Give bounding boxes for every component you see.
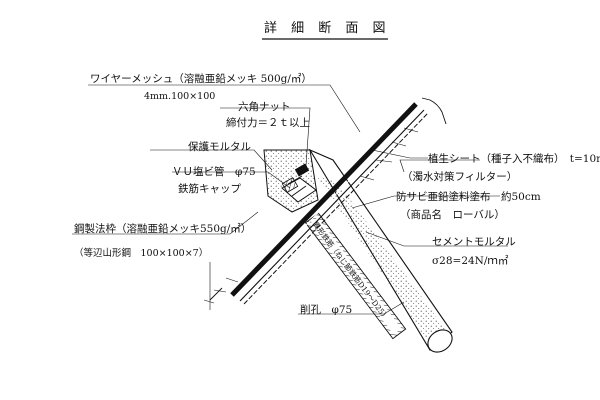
hex-nut-label: 六角ナット bbox=[238, 101, 291, 113]
drawing-title: 詳 細 断 面 図 bbox=[264, 20, 391, 36]
mortar-strength-label: σ28=24N/ｍ㎡ bbox=[432, 255, 509, 267]
product-name-label: （商品名 ローバル） bbox=[400, 208, 505, 221]
drill-hole-label: 削孔 φ75 bbox=[300, 303, 352, 316]
hex-nut bbox=[294, 163, 310, 177]
filter-label: （濁水対策フィルター） bbox=[402, 170, 517, 183]
cement-mortar-label: セメントモルタル bbox=[432, 236, 516, 248]
slope-ground bbox=[203, 97, 447, 304]
steel-frame-label: 鋼製法枠（溶融亜鉛メッキ550g/㎡） bbox=[74, 222, 251, 235]
steel-frame bbox=[230, 102, 425, 302]
drill-hole bbox=[308, 148, 453, 353]
rebar-cap bbox=[281, 177, 299, 193]
vegetation-sheet-label: 植生シート（種子入不織布） t=10mm bbox=[428, 152, 600, 165]
wire-mesh-label: ワイヤーメッシュ（溶融亜鉛メッキ 500g/㎡） bbox=[90, 72, 312, 85]
leader-lines bbox=[72, 84, 508, 315]
drill-hole-end bbox=[427, 329, 453, 353]
rust-paint-label: 防サビ亜鉛塗料塗布 約50cm bbox=[396, 190, 541, 203]
angle-steel-label: （等辺山形鋼 100×100×7） bbox=[74, 247, 208, 259]
tightening-force-label: 締付力＝２ｔ以上 bbox=[226, 116, 310, 129]
vu-pipe bbox=[281, 175, 317, 203]
vu-pipe-label: ＶＵ塩ビ管 φ75 bbox=[172, 165, 256, 178]
wire-mesh bbox=[243, 112, 429, 305]
rebar-cap-label: 鉄筋キャップ bbox=[178, 182, 241, 195]
wire-mesh-spec: 4mm.100×100 bbox=[144, 91, 215, 102]
protective-mortar-label: 保護モルタル bbox=[188, 140, 251, 153]
